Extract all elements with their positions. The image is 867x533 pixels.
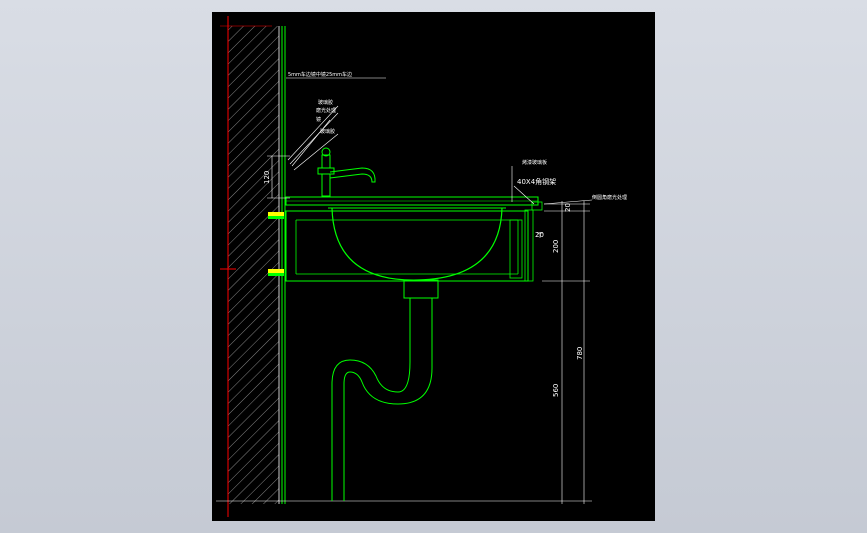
cad-drawing-canvas: 5mm车边镜中镜25mm车边 玻璃胶 磨光处理 镜 玻璃胶 烤漆玻璃板 40X4… bbox=[212, 12, 655, 521]
wall-bracket-bottom bbox=[268, 269, 284, 276]
counter-edge-label: 倒圆角磨光处理 bbox=[592, 194, 627, 201]
dim-780: 780 bbox=[576, 347, 584, 360]
sink-section-drawing: 5mm车边镜中镜25mm车边 玻璃胶 磨光处理 镜 玻璃胶 烤漆玻璃板 40X4… bbox=[216, 16, 627, 517]
mirror-label: 镜 bbox=[316, 116, 321, 123]
leader-lines bbox=[286, 77, 593, 205]
countertop bbox=[285, 196, 543, 211]
dim-560: 560 bbox=[552, 384, 560, 397]
apron-frame bbox=[285, 209, 534, 282]
faucet bbox=[317, 147, 376, 197]
basin-bowl bbox=[328, 207, 506, 281]
dim-20-top: 20 bbox=[564, 203, 572, 212]
silicone-top-label: 玻璃胶 bbox=[318, 99, 333, 106]
wall bbox=[228, 26, 280, 504]
dim-120: 120 bbox=[263, 171, 271, 184]
dim-20-apron: 20 bbox=[535, 231, 544, 239]
drain-trap bbox=[331, 279, 439, 501]
dimension-right-stack bbox=[537, 201, 590, 504]
counter-top-label: 烤漆玻璃板 bbox=[522, 159, 547, 166]
wall-finish-label: 5mm车边镜中镜25mm车边 bbox=[288, 71, 352, 78]
steel-frame-label: 40X4角钢架 bbox=[517, 177, 556, 186]
wall-bracket-top bbox=[268, 212, 284, 219]
wall-axis-line bbox=[220, 16, 272, 517]
silicone-bottom-label: 玻璃胶 bbox=[320, 128, 335, 135]
dimension-faucet-height bbox=[267, 155, 290, 199]
mirror-layers bbox=[281, 26, 286, 504]
dim-200: 200 bbox=[552, 240, 560, 253]
glass-edge-label: 磨光处理 bbox=[316, 107, 336, 114]
